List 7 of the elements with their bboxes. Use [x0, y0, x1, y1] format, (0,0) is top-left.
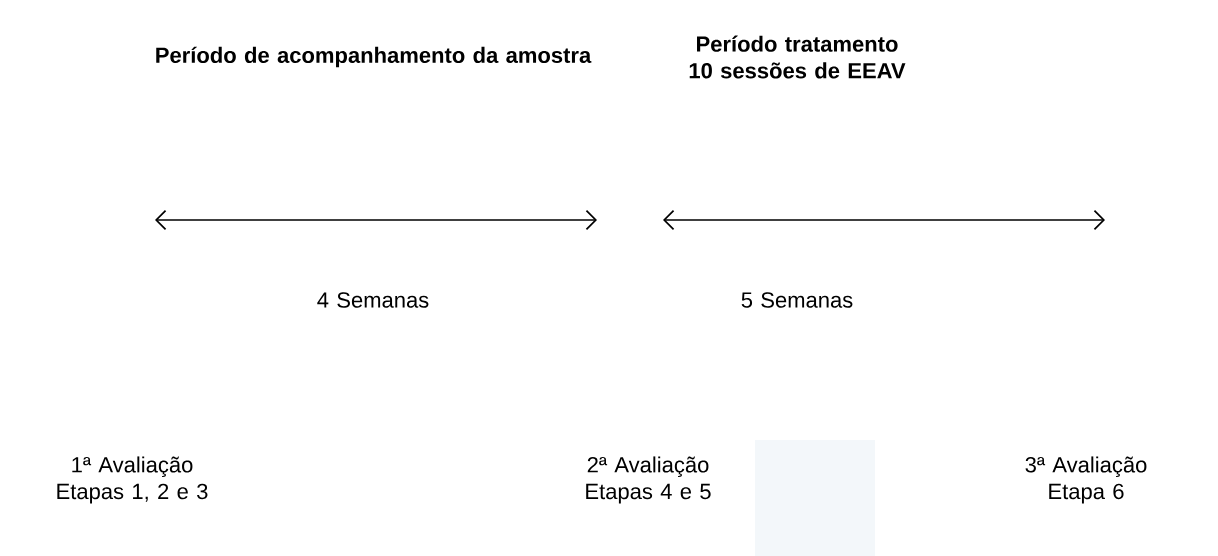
- evaluation-label: 3ª Avaliação Etapa 6: [1025, 456, 1147, 504]
- duration-label: 5 Semanas: [741, 292, 853, 308]
- heading: Período tratamento 10 sessões de EEAV: [689, 35, 906, 79]
- evaluation-label: 2ª Avaliação Etapas 4 e 5: [586, 456, 711, 504]
- heading: Período de acompanhamento da amostra: [156, 46, 592, 68]
- evaluation-label: 1ª Avaliação Etapas 1, 2 e 3: [57, 456, 208, 504]
- duration-label: 4 Semanas: [317, 292, 429, 308]
